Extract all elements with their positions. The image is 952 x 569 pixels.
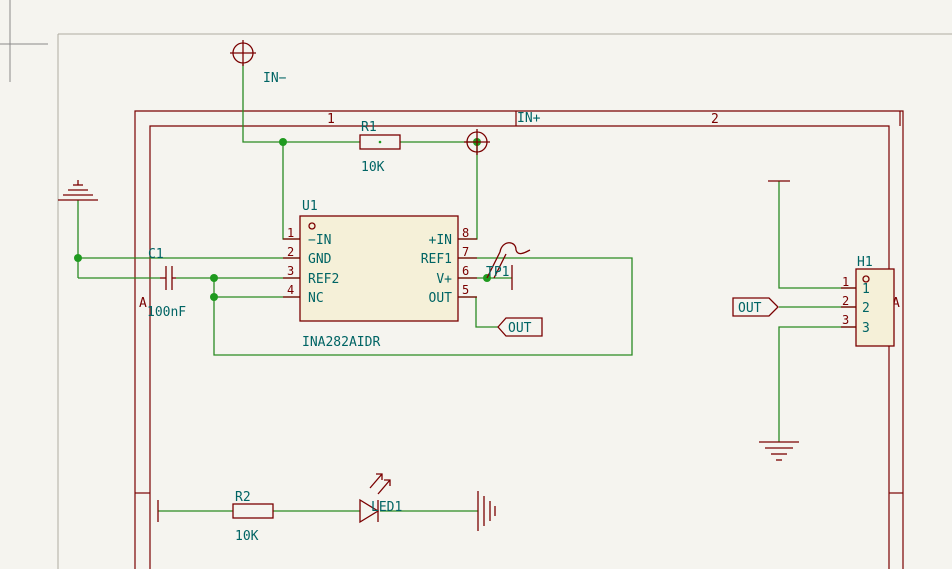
ground-symbol-left[interactable] bbox=[58, 180, 98, 201]
h1-pin-label: 2 bbox=[862, 301, 870, 316]
led1-reference: LED1 bbox=[371, 500, 402, 515]
u1-pin-number: 1 bbox=[287, 226, 294, 240]
junction bbox=[210, 293, 218, 301]
u1-pin-name: REF1 bbox=[421, 252, 452, 267]
u1-pin-number: 4 bbox=[287, 283, 294, 297]
u1-pin-number: 5 bbox=[462, 283, 469, 297]
resistor-r2[interactable] bbox=[157, 500, 274, 522]
h1-reference: H1 bbox=[857, 255, 873, 270]
resistor-r1[interactable] bbox=[359, 134, 401, 150]
u1-pin-number: 6 bbox=[462, 264, 469, 278]
r2-reference: R2 bbox=[235, 490, 251, 505]
ground-symbol-right[interactable] bbox=[759, 441, 799, 461]
global-label-out-1[interactable] bbox=[497, 317, 543, 337]
c1-reference: C1 bbox=[148, 247, 164, 262]
test-point-in-plus[interactable] bbox=[464, 129, 490, 155]
sheet-crosshair bbox=[0, 0, 48, 82]
drawing-frame: 1 2 A A bbox=[134, 110, 904, 569]
u1-pin-number: 3 bbox=[287, 264, 294, 278]
u1-pin-name: V+ bbox=[436, 272, 452, 287]
u1-pin-number: 2 bbox=[287, 245, 294, 259]
frame-col-1: 1 bbox=[327, 112, 335, 127]
r1-reference: R1 bbox=[361, 120, 377, 135]
u1-pin-name: NC bbox=[308, 291, 324, 306]
tp1-reference: TP1 bbox=[486, 265, 509, 280]
r2-value: 10K bbox=[235, 529, 259, 544]
sheet-border bbox=[57, 33, 952, 569]
net-label-in-minus: IN− bbox=[263, 71, 287, 86]
frame-row-a-right: A bbox=[892, 296, 900, 311]
global-label-out-2[interactable] bbox=[732, 297, 779, 317]
frame-col-2: 2 bbox=[711, 112, 719, 127]
ic-u1[interactable] bbox=[283, 215, 477, 322]
test-point-tp1[interactable] bbox=[486, 242, 531, 290]
h1-pin-label: 1 bbox=[862, 282, 870, 297]
u1-pin-name: REF2 bbox=[308, 272, 339, 287]
u1-pin-name: +IN bbox=[429, 233, 452, 248]
led-led1[interactable] bbox=[359, 473, 391, 524]
h1-pin-number: 1 bbox=[842, 275, 849, 289]
u1-pin-number: 8 bbox=[462, 226, 469, 240]
out-label-1-text: OUT bbox=[508, 321, 532, 336]
junction bbox=[210, 274, 218, 282]
c1-value: 100nF bbox=[147, 305, 186, 320]
u1-pin-number: 7 bbox=[462, 245, 469, 259]
h1-pin-number: 3 bbox=[842, 313, 849, 327]
net-label-in-plus: IN+ bbox=[517, 111, 541, 126]
junction bbox=[74, 254, 82, 262]
ground-symbol-bottom[interactable] bbox=[477, 491, 496, 531]
connector-h1[interactable] bbox=[841, 268, 895, 347]
h1-pin-label: 3 bbox=[862, 321, 870, 336]
frame-row-a-left: A bbox=[139, 296, 147, 311]
u1-pin-name: GND bbox=[308, 252, 332, 267]
test-point-in-minus[interactable] bbox=[230, 40, 256, 66]
h1-pin-number: 2 bbox=[842, 294, 849, 308]
junction bbox=[279, 138, 287, 146]
u1-pin-name: −IN bbox=[308, 233, 331, 248]
u1-reference: U1 bbox=[302, 199, 318, 214]
u1-value: INA282AIDR bbox=[302, 335, 380, 350]
capacitor-c1[interactable] bbox=[160, 266, 176, 290]
r1-value: 10K bbox=[361, 160, 385, 175]
out-label-2-text: OUT bbox=[738, 301, 762, 316]
u1-pin-name: OUT bbox=[429, 291, 453, 306]
